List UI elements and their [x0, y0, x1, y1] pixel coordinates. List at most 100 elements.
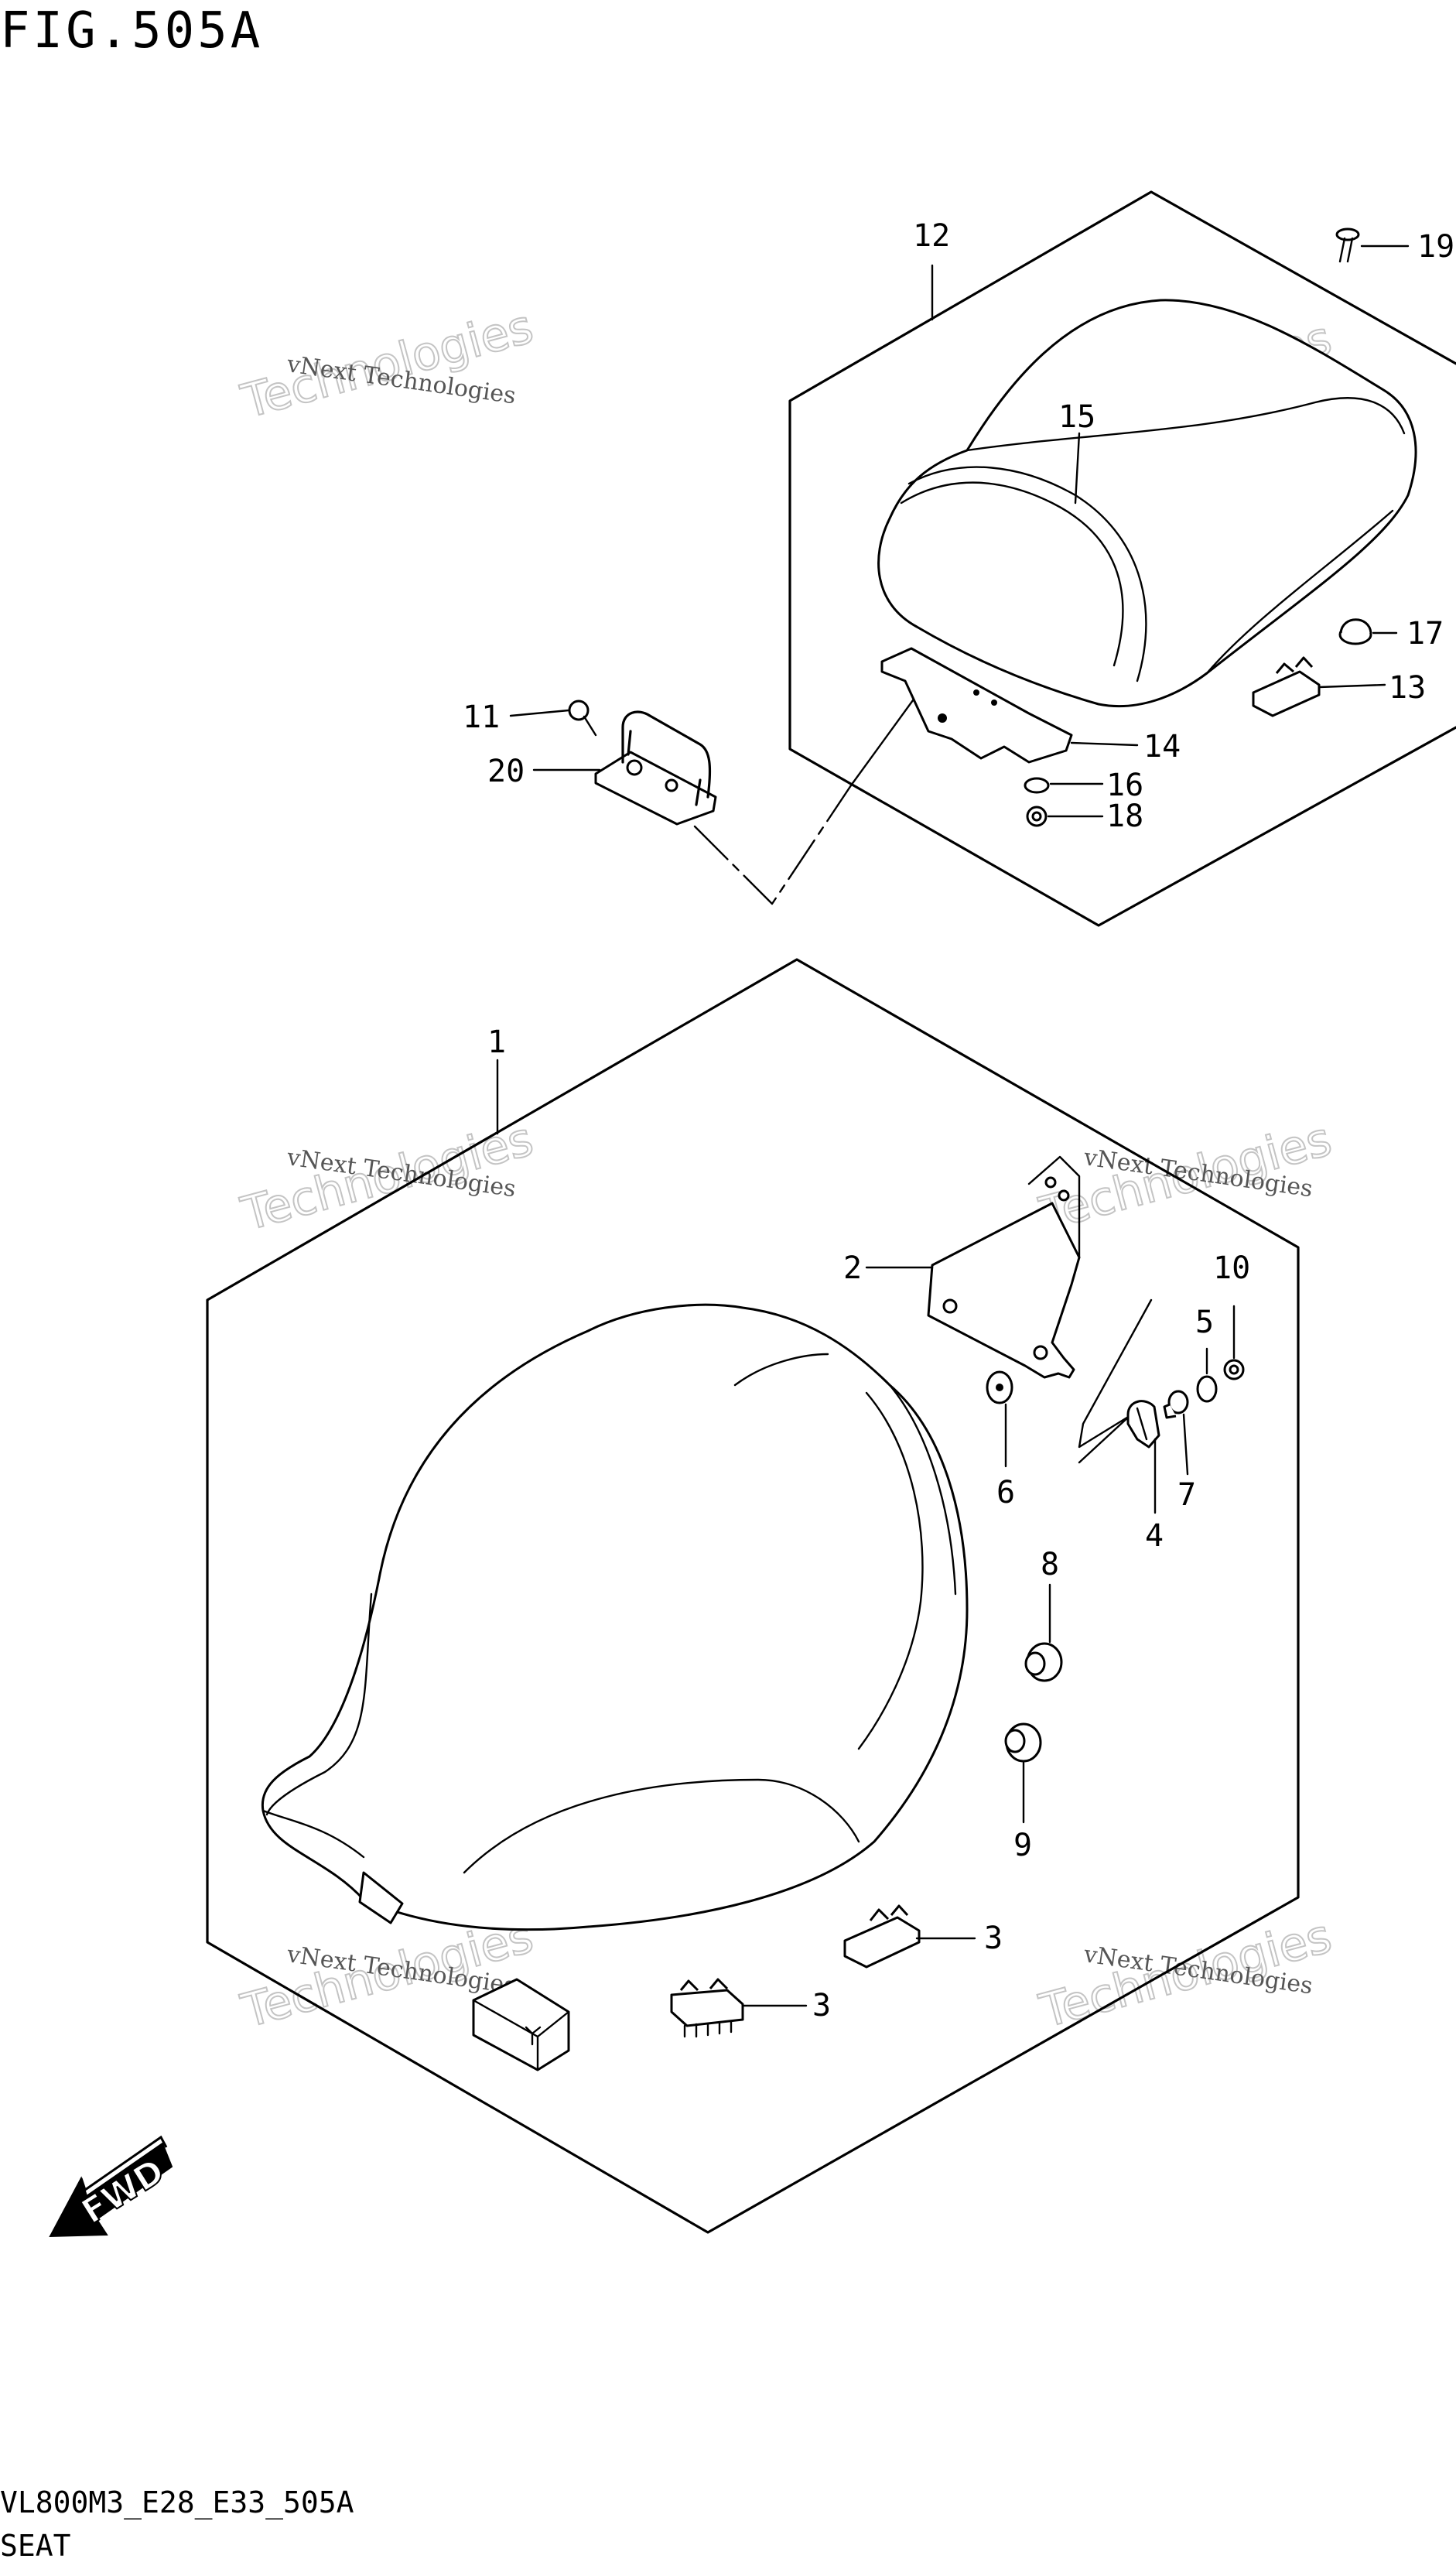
seat-side-bead: [888, 1384, 957, 1596]
rear-seat-bracket: [880, 647, 1073, 764]
cushion-rubber-knob: [869, 1908, 890, 1921]
washer-hole: [996, 1384, 1003, 1391]
cushion-9: [1004, 1722, 1042, 1763]
rear-seat-assembly: [568, 190, 1456, 927]
collar-body: [1163, 1403, 1177, 1419]
callout-8: 8: [1041, 1547, 1059, 1582]
fwd-arrow: FWD: [49, 2135, 173, 2238]
callout-16: 16: [1106, 768, 1143, 803]
callout-10: 10: [1213, 1250, 1250, 1286]
rear-seat-side-seam: [1205, 509, 1394, 675]
callout-9: 9: [1013, 1828, 1032, 1863]
screw-head: [1335, 227, 1360, 241]
cushion-rubber-knob: [709, 1978, 729, 1990]
seat-nose-edge: [261, 1809, 365, 1859]
cushion-rubber-3-left: [670, 1978, 744, 2038]
bracket-hole: [938, 713, 947, 723]
main-seat-body: [261, 1303, 969, 1931]
seat-bracket-tab: [1027, 1155, 1081, 1259]
bracket-zigzag-leader: [1078, 1298, 1153, 1464]
hook-body: [1126, 1400, 1160, 1449]
handle-loop-inner: [627, 730, 702, 806]
watermark-6: Technologies vNext Technologies: [1034, 1908, 1338, 2040]
rear-seat-front-edge: [900, 481, 1124, 667]
seat-bracket-2: [927, 1155, 1081, 1379]
bracket-hole: [991, 700, 997, 706]
main-seat: [261, 1303, 969, 1931]
callout-5: 5: [1195, 1305, 1214, 1340]
cushion-rubber-13: [1252, 656, 1321, 717]
cushion-8-face: [1024, 1651, 1046, 1676]
seat-pad-edges: [472, 1999, 570, 2071]
seat-pad: [472, 1978, 570, 2071]
handle-20: [594, 710, 717, 826]
hook-seam: [1136, 1407, 1148, 1441]
cushion-rubber-knob: [1275, 662, 1294, 674]
cushion-rubber-body: [1252, 670, 1321, 717]
cushion-8: [1024, 1642, 1063, 1682]
rear-seat-group-outline: [788, 190, 1456, 927]
seat-bracket-plate: [927, 1202, 1081, 1379]
leader-11: [509, 709, 570, 717]
callout-17: 17: [1406, 616, 1444, 652]
main-seat-assembly: [206, 958, 1300, 2234]
callout-leaders: [496, 245, 1410, 2007]
hook-4: [1126, 1400, 1160, 1449]
nut-hole: [1031, 811, 1042, 822]
cushion-9-face: [1004, 1729, 1026, 1753]
cushion-rubber-knob: [890, 1904, 909, 1917]
cushion-rubber-3-right: [843, 1904, 921, 1969]
rear-seat-bracket-plate: [880, 647, 1073, 764]
seat-bracket-slot: [942, 1298, 958, 1314]
leader-13: [1318, 683, 1386, 689]
cushion-rubber-knob: [679, 1979, 699, 1992]
figure-title: FIG.505A: [0, 2, 264, 60]
nut-10: [1223, 1359, 1245, 1380]
seat-bracket-hole: [1058, 1189, 1070, 1202]
leader-14: [1070, 741, 1139, 747]
rear-seat-cushion-body: [877, 299, 1417, 708]
bolt-shank: [583, 715, 597, 737]
seat-bracket-hole: [1044, 1176, 1057, 1189]
nut-hole: [1229, 1364, 1239, 1375]
handle-loop: [621, 710, 712, 799]
bracket-hole: [973, 689, 979, 696]
callout-3-left: 3: [812, 1988, 831, 2023]
callout-20: 20: [487, 754, 525, 789]
handle-plate: [594, 751, 717, 826]
cushion-rubber-body: [670, 1989, 744, 2027]
rear-seat-top-seam: [966, 397, 1406, 452]
callout-4: 4: [1145, 1518, 1164, 1554]
leader-15: [1074, 432, 1081, 505]
bracket-leader: [849, 699, 914, 787]
callout-12: 12: [913, 218, 950, 254]
seat-front-tab: [358, 1871, 404, 1924]
seat-bracket-slot: [1033, 1345, 1048, 1360]
callout-7: 7: [1177, 1477, 1196, 1513]
section-name: SEAT: [0, 2529, 71, 2563]
callout-19: 19: [1417, 229, 1454, 265]
cushion-rubber-knob: [1294, 656, 1314, 669]
callout-13: 13: [1389, 670, 1426, 706]
screw-19: [1335, 227, 1360, 263]
cap-dome: [1339, 618, 1372, 634]
callout-14: 14: [1143, 729, 1181, 765]
fwd-arrow-top: [80, 2135, 168, 2192]
callout-15: 15: [1058, 399, 1095, 435]
watermark-1: Technologies vNext Technologies: [235, 299, 539, 430]
washer-5: [1196, 1375, 1218, 1403]
watermark-3: Technologies vNext Technologies: [235, 1111, 539, 1243]
callout-labels: 12 19 15 17 13 14 16 18 11 20 1 2 10 5 6…: [463, 218, 1454, 2023]
callout-18: 18: [1106, 799, 1143, 834]
callout-11: 11: [463, 700, 500, 735]
callout-3-right: 3: [984, 1921, 1003, 1956]
collar-7: [1163, 1390, 1189, 1419]
cap-17: [1338, 618, 1372, 645]
leader-7: [1182, 1413, 1189, 1476]
seat-pad-box: [472, 1978, 570, 2071]
main-seat-group-outline: [206, 958, 1300, 2234]
nut-18: [1026, 806, 1048, 827]
seat-left-bead: [265, 1592, 373, 1816]
